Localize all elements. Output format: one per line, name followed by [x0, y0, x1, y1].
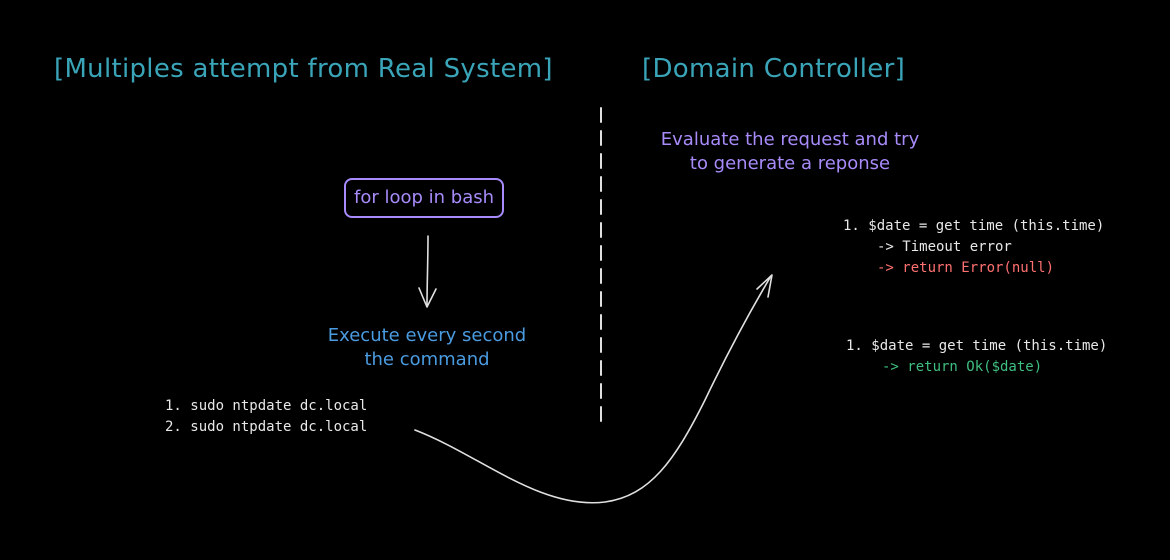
execute-note: Execute every second the command: [318, 324, 536, 372]
case-error-line-3: -> return Error(null): [877, 260, 1055, 276]
case-ok-line-1: 1. $date = get time (this.time): [846, 338, 1108, 354]
request-curve-arrow: [414, 274, 773, 504]
evaluate-note: Evaluate the request and try to generate…: [640, 128, 940, 176]
down-arrow: [418, 235, 437, 308]
execute-line-2: the command: [364, 349, 490, 370]
evaluate-line-2: to generate a reponse: [689, 153, 891, 174]
case-ok-line-2: -> return Ok($date): [882, 359, 1043, 375]
left-section-title: [Multiples attempt from Real System]: [54, 54, 553, 84]
command-item-1: 1. sudo ntpdate dc.local: [165, 398, 368, 414]
response-case-error: 1. $date = get time (this.time) -> Timeo…: [843, 216, 1104, 279]
case-error-line-2: -> Timeout error: [877, 239, 1012, 255]
evaluate-line-1: Evaluate the request and try: [660, 129, 920, 150]
command-item-2: 2. sudo ntpdate dc.local: [165, 419, 368, 435]
case-error-line-1: 1. $date = get time (this.time): [843, 218, 1105, 234]
response-case-ok: 1. $date = get time (this.time) -> retur…: [846, 336, 1107, 378]
right-section-title: [Domain Controller]: [642, 54, 906, 84]
for-loop-label: for loop in bash: [354, 187, 495, 208]
command-list: 1. sudo ntpdate dc.local 2. sudo ntpdate…: [165, 396, 367, 438]
execute-line-1: Execute every second: [327, 325, 527, 346]
for-loop-box: for loop in bash: [344, 178, 505, 218]
